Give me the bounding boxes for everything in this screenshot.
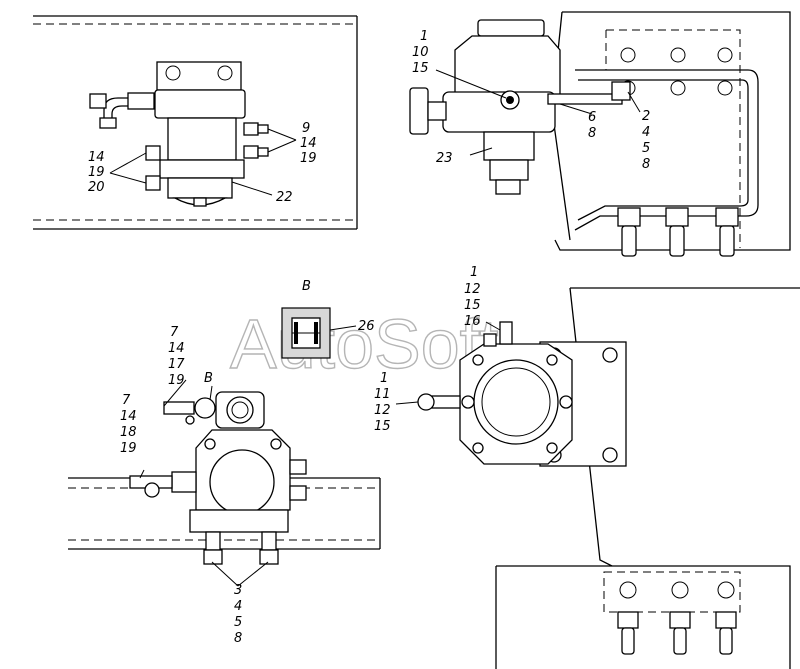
callout-label: 14	[88, 150, 105, 165]
callout-label: 19	[120, 441, 137, 456]
callout-label: 19	[168, 373, 185, 388]
callout-label: 14	[300, 136, 317, 151]
callout-label: 9	[302, 121, 310, 136]
callout-label: 19	[300, 151, 317, 166]
callout-label: 17	[168, 357, 185, 372]
view-top-left	[33, 15, 358, 230]
callout-tl-b: 14 19 20	[88, 150, 105, 195]
view-top-right	[409, 11, 791, 257]
callout-tr-a: 1 10 15	[412, 29, 429, 76]
callout-label: 7	[170, 325, 179, 340]
view-bottom-right	[395, 287, 800, 669]
callout-tr-b: 2 4 5 8	[642, 109, 650, 172]
callout-label: 15	[374, 419, 391, 434]
section-view-letter: B	[302, 279, 311, 294]
callout-label: 4	[642, 125, 650, 140]
callout-label: 19	[88, 165, 105, 180]
callout-bl-a: 7 14 17 19	[168, 325, 185, 388]
callout-label: 10	[412, 45, 429, 60]
callout-tr-c: 6 8	[588, 110, 596, 141]
view-bottom-left	[68, 307, 381, 587]
callout-label: 6	[588, 110, 596, 125]
callout-label: 1	[420, 29, 428, 44]
callout-label: 1	[380, 371, 388, 386]
callout-bl-c: 3 4 5 8	[234, 583, 242, 646]
callout-label: 18	[120, 425, 137, 440]
callout-br-a: 1 12 15 16	[464, 265, 481, 329]
callout-label: 8	[234, 631, 242, 646]
callout-bl-d: 26	[358, 319, 375, 334]
callout-label: 8	[642, 157, 650, 172]
callout-label: 15	[464, 298, 481, 313]
callout-tr-d: 23	[436, 151, 453, 166]
watermark-text: AutoSoft	[230, 305, 499, 383]
callout-label: 8	[588, 126, 596, 141]
callout-br-b: 1 11 12 15	[374, 371, 391, 434]
callout-label: 2	[642, 109, 650, 124]
callout-label: 14	[120, 409, 137, 424]
callout-tl-a: 9 14 19	[300, 121, 317, 166]
callout-bl-b: 7 14 18 19	[120, 393, 137, 456]
callout-label: 1	[470, 265, 478, 280]
callout-label: 16	[464, 314, 481, 329]
callout-label: 14	[168, 341, 185, 356]
callout-label: 4	[234, 599, 242, 614]
callout-label: 3	[234, 583, 242, 598]
callout-tl-c: 22	[276, 190, 293, 205]
callout-label: 5	[642, 141, 650, 156]
callout-label: 5	[234, 615, 242, 630]
callout-label: 12	[464, 282, 481, 297]
callout-bl-b-letter: B	[204, 371, 213, 386]
callout-label: 7	[122, 393, 131, 408]
callout-label: 12	[374, 403, 391, 418]
callout-label: 11	[374, 387, 391, 402]
callout-label: 20	[88, 180, 105, 195]
callout-label: 15	[412, 61, 429, 76]
